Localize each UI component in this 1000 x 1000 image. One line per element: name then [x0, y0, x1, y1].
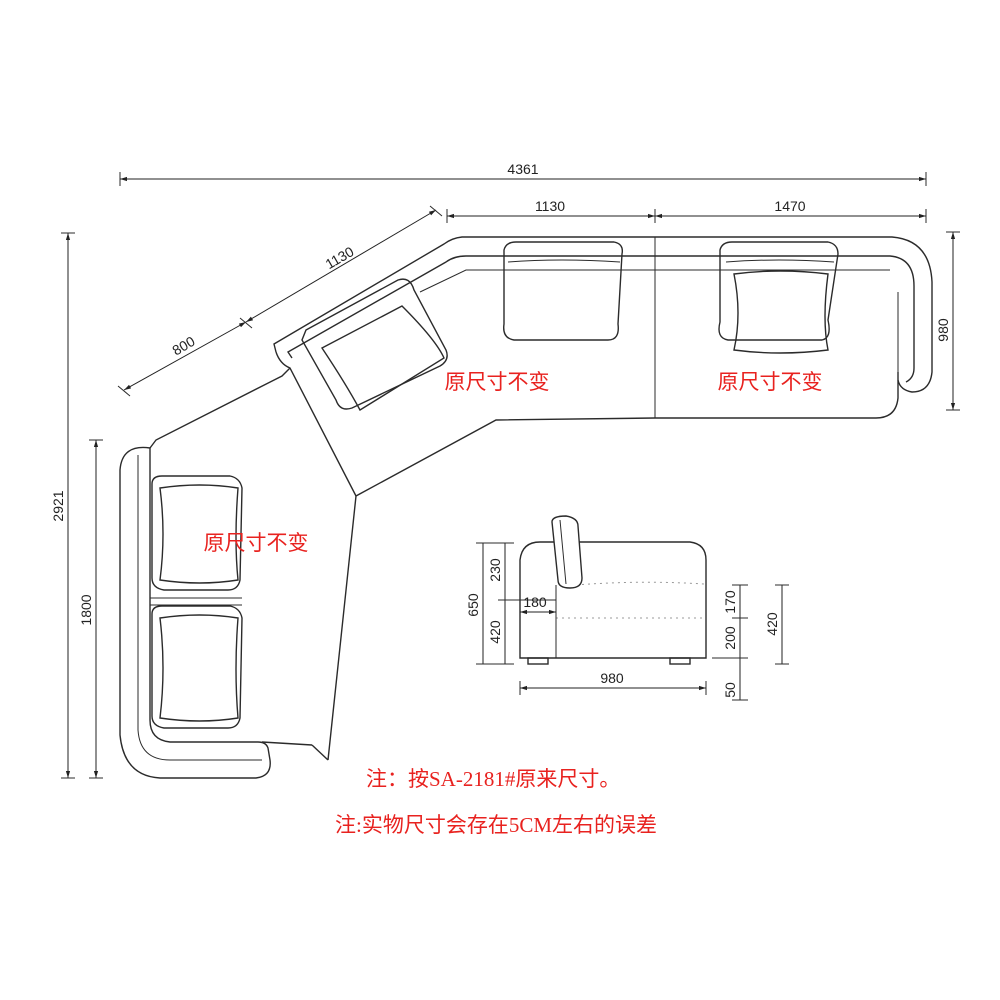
side-view-backrest-pillow — [551, 515, 583, 589]
note-original-size: 注：按SA-2181#原来尺寸。 — [366, 767, 620, 791]
left-section-label: 1800 — [78, 594, 94, 625]
note-tolerance: 注:实物尺寸会存在5CM左右的误差 — [335, 813, 657, 837]
side-backrest-thickness: 180 — [523, 594, 547, 610]
top-backrest — [273, 236, 933, 393]
overall-height-label: 2921 — [50, 490, 66, 521]
right-depth-label: 980 — [935, 318, 951, 342]
diag-upper-label: 1130 — [322, 243, 356, 272]
cushion-left-upper — [151, 475, 243, 591]
label-unchanged-middle: 原尺寸不变 — [445, 370, 550, 394]
side-right-seat-height: 420 — [764, 612, 780, 636]
seat-outline — [327, 372, 899, 761]
side-total-height: 650 — [465, 593, 481, 617]
diag-lower-label: 800 — [169, 333, 197, 359]
side-seat-base: 200 — [722, 626, 738, 650]
label-unchanged-left: 原尺寸不变 — [204, 531, 309, 555]
notes: 注：按SA-2181#原来尺寸。 注:实物尺寸会存在5CM左右的误差 — [335, 767, 657, 837]
top-left-section-label: 1130 — [535, 198, 565, 214]
cushion-top-right — [718, 241, 839, 354]
side-cushion-top: 170 — [722, 590, 738, 614]
cushion-diagonal — [301, 278, 448, 411]
left-backrest — [119, 446, 271, 779]
side-depth: 980 — [600, 670, 624, 686]
side-leg-height: 50 — [722, 682, 738, 698]
annotation-labels: 原尺寸不变 原尺寸不变 原尺寸不变 — [204, 370, 823, 555]
top-right-section-label: 1470 — [774, 198, 805, 214]
total-width-label: 4361 — [507, 161, 538, 177]
side-seat-height: 420 — [487, 620, 503, 644]
label-unchanged-right: 原尺寸不变 — [718, 370, 823, 394]
side-back-height: 230 — [487, 558, 503, 582]
cushion-top-middle — [503, 241, 624, 341]
side-view: 650 230 420 180 980 170 200 50 420 — [465, 515, 789, 701]
side-view-body — [519, 541, 707, 659]
cushion-left-lower — [151, 605, 243, 729]
sofa-plan — [119, 236, 933, 779]
dimension-lines — [61, 172, 960, 779]
